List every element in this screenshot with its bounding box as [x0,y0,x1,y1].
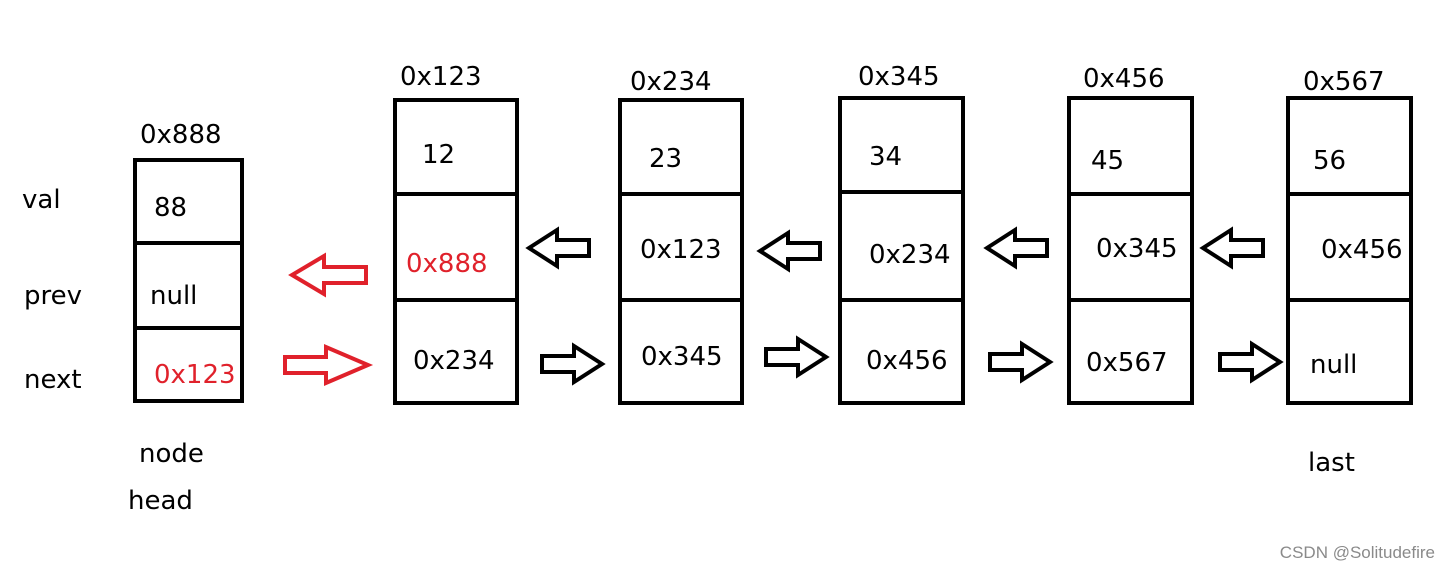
node-3-val: 34 [869,142,903,172]
node-2-prev-cell: 0x123 [622,192,740,298]
node-2-val: 23 [649,144,683,174]
node-4-val-cell: 45 [1071,100,1190,192]
next-arrow-icon-4 [1218,340,1284,384]
node-5-prev-cell: 0x456 [1290,192,1409,298]
node-4-prev-cell: 0x345 [1071,192,1190,298]
prev-arrow-icon-3 [983,226,1049,270]
node-1-prev-cell: 0x888 [397,192,515,298]
node-2-next-cell: 0x345 [622,298,740,405]
node-5-val-cell: 56 [1290,100,1409,192]
node-2-address: 0x234 [630,67,712,97]
caption-last: last [1308,448,1355,478]
new-node-box: 88 null 0x123 [133,158,244,403]
node-2-next: 0x345 [641,342,723,372]
new-node-address: 0x888 [140,120,222,150]
node-1-next-cell: 0x234 [397,298,515,405]
node-5-next: null [1310,350,1358,380]
node-2-val-cell: 23 [622,102,740,192]
node-3-address: 0x345 [858,62,940,92]
node-4-val: 45 [1091,146,1125,176]
node-1-box: 12 0x888 0x234 [393,98,519,405]
node-2-box: 23 0x123 0x345 [618,98,744,405]
new-node-val-cell: 88 [137,162,240,241]
node-1-val-cell: 12 [397,102,515,192]
new-node-next: 0x123 [154,360,236,390]
node-5-box: 56 0x456 null [1286,96,1413,405]
watermark: CSDN @Solitudefire [1279,543,1435,562]
node-1-address: 0x123 [400,62,482,92]
prev-arrow-icon-4 [1199,226,1265,270]
row-label-val: val [22,185,61,215]
node-5-val: 56 [1313,146,1347,176]
node-5-prev: 0x456 [1321,235,1403,265]
node-2-prev: 0x123 [640,235,722,265]
node-3-box: 34 0x234 0x456 [838,96,965,405]
node-4-next: 0x567 [1086,348,1168,378]
node-3-prev: 0x234 [869,240,951,270]
node-4-box: 45 0x345 0x567 [1067,96,1194,405]
prev-arrow-icon-2 [756,229,822,273]
red-right-arrow-icon [283,343,374,387]
node-3-next: 0x456 [866,346,948,376]
red-left-arrow-icon [288,252,368,298]
caption-node: node [139,439,204,469]
row-label-prev: prev [24,281,83,311]
new-node-prev-cell: null [137,241,240,326]
node-1-next: 0x234 [413,346,495,376]
node-4-address: 0x456 [1083,64,1165,94]
next-arrow-icon-1 [540,342,606,386]
row-label-next: next [24,365,82,395]
node-3-val-cell: 34 [842,100,961,190]
caption-head: head [128,486,193,516]
node-3-next-cell: 0x456 [842,298,961,405]
node-4-next-cell: 0x567 [1071,298,1190,405]
new-node-prev: null [150,281,198,311]
node-1-prev: 0x888 [406,249,488,279]
node-3-prev-cell: 0x234 [842,190,961,298]
node-1-val: 12 [422,140,456,170]
next-arrow-icon-3 [988,340,1054,384]
node-4-prev: 0x345 [1096,234,1178,264]
node-5-next-cell: null [1290,298,1409,405]
node-5-address: 0x567 [1303,67,1385,97]
new-node-val: 88 [154,193,188,223]
prev-arrow-icon-1 [525,226,591,270]
new-node-next-cell: 0x123 [137,326,240,403]
next-arrow-icon-2 [764,335,830,379]
